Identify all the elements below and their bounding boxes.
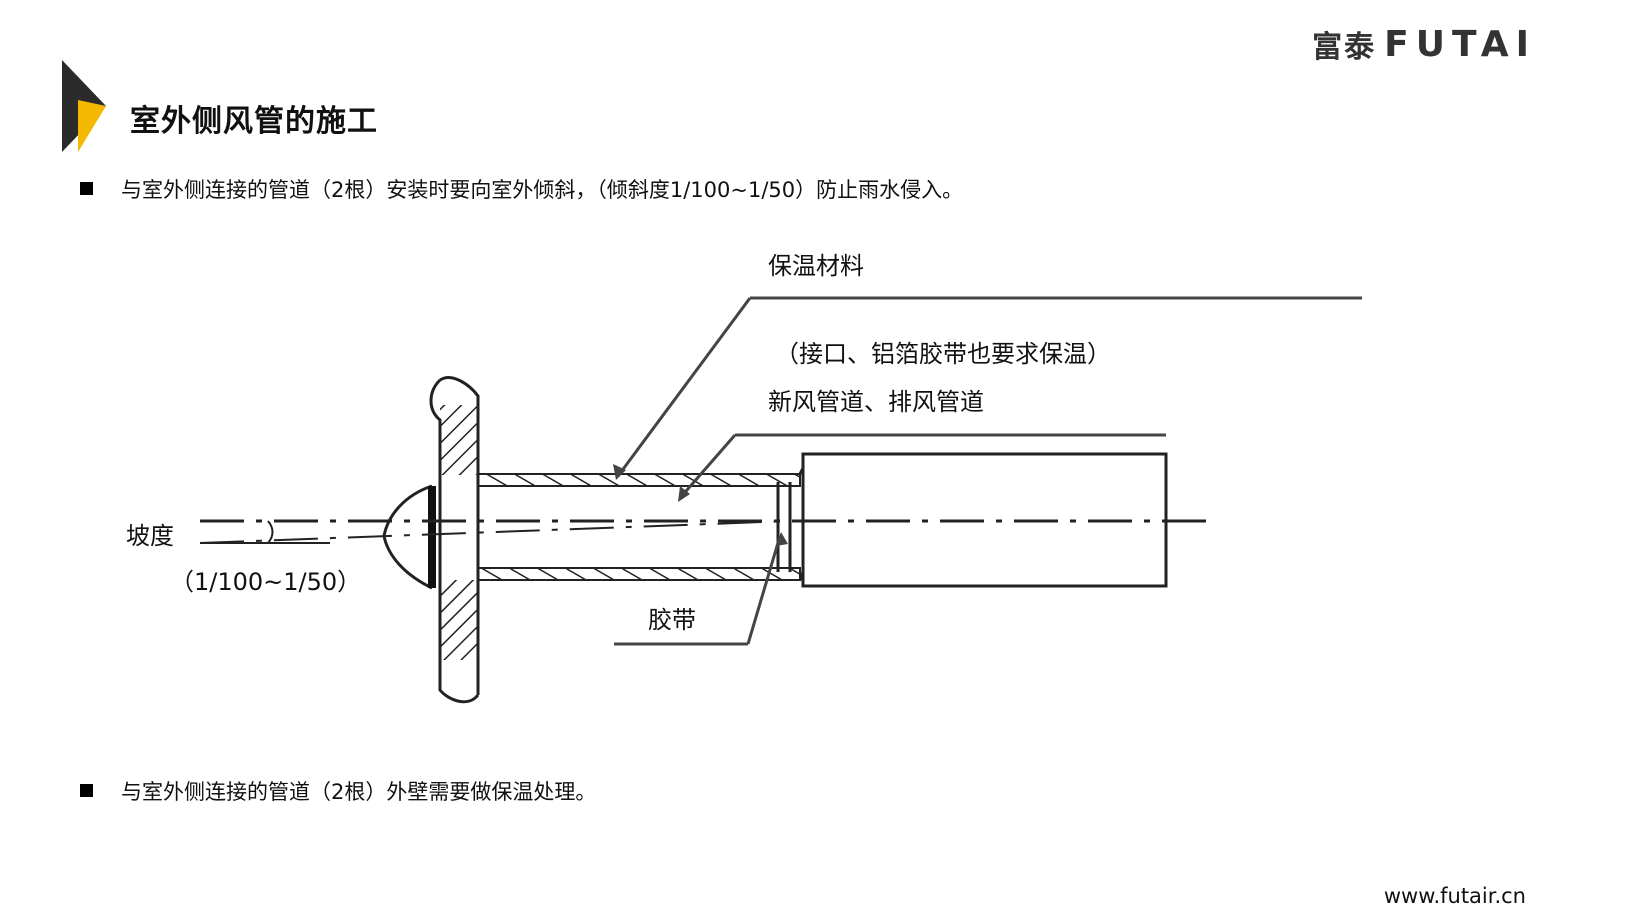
outdoor-hood-flange	[428, 486, 436, 588]
bullet-square-icon	[80, 784, 93, 797]
outdoor-duct	[477, 473, 801, 581]
bullet-text: 与室外侧连接的管道（2根）安装时要向室外倾斜，（倾斜度1/100~1/50）防止…	[121, 178, 964, 202]
label-insulation-material: 保温材料	[768, 252, 864, 280]
slope-line	[199, 520, 791, 544]
label-slope: 坡度	[126, 522, 174, 550]
brand-chinese-name: 富泰	[1312, 30, 1377, 65]
leader-lines	[614, 296, 1362, 646]
label-joint-insulation-note: （接口、铝箔胶带也要求保温）	[775, 340, 1111, 368]
label-slope-value: （1/100~1/50）	[170, 568, 362, 596]
page-title: 室外侧风管的施工	[130, 104, 378, 139]
bullet-text: 与室外侧连接的管道（2根）外壁需要做保温处理。	[121, 780, 597, 804]
bullet-item: 与室外侧连接的管道（2根）外壁需要做保温处理。	[80, 776, 596, 806]
footer-website: www.futair.cn	[1383, 884, 1526, 908]
wall	[429, 376, 480, 704]
indoor-duct	[735, 433, 1168, 588]
label-tape: 胶带	[648, 606, 696, 634]
bullet-item: 与室外侧连接的管道（2根）安装时要向室外倾斜，（倾斜度1/100~1/50）防止…	[80, 174, 963, 204]
outdoor-hood	[382, 484, 433, 590]
bullet-square-icon	[80, 182, 93, 195]
title-arrow-icon	[62, 60, 106, 152]
slope-angle-mark	[267, 520, 274, 544]
label-duct-types: 新风管道、排风管道	[768, 388, 984, 416]
brand-english-name: FUTAI	[1384, 23, 1536, 65]
leader-arrowheads	[613, 464, 788, 546]
brand-logo: 富泰 FUTAI	[1312, 22, 1536, 66]
